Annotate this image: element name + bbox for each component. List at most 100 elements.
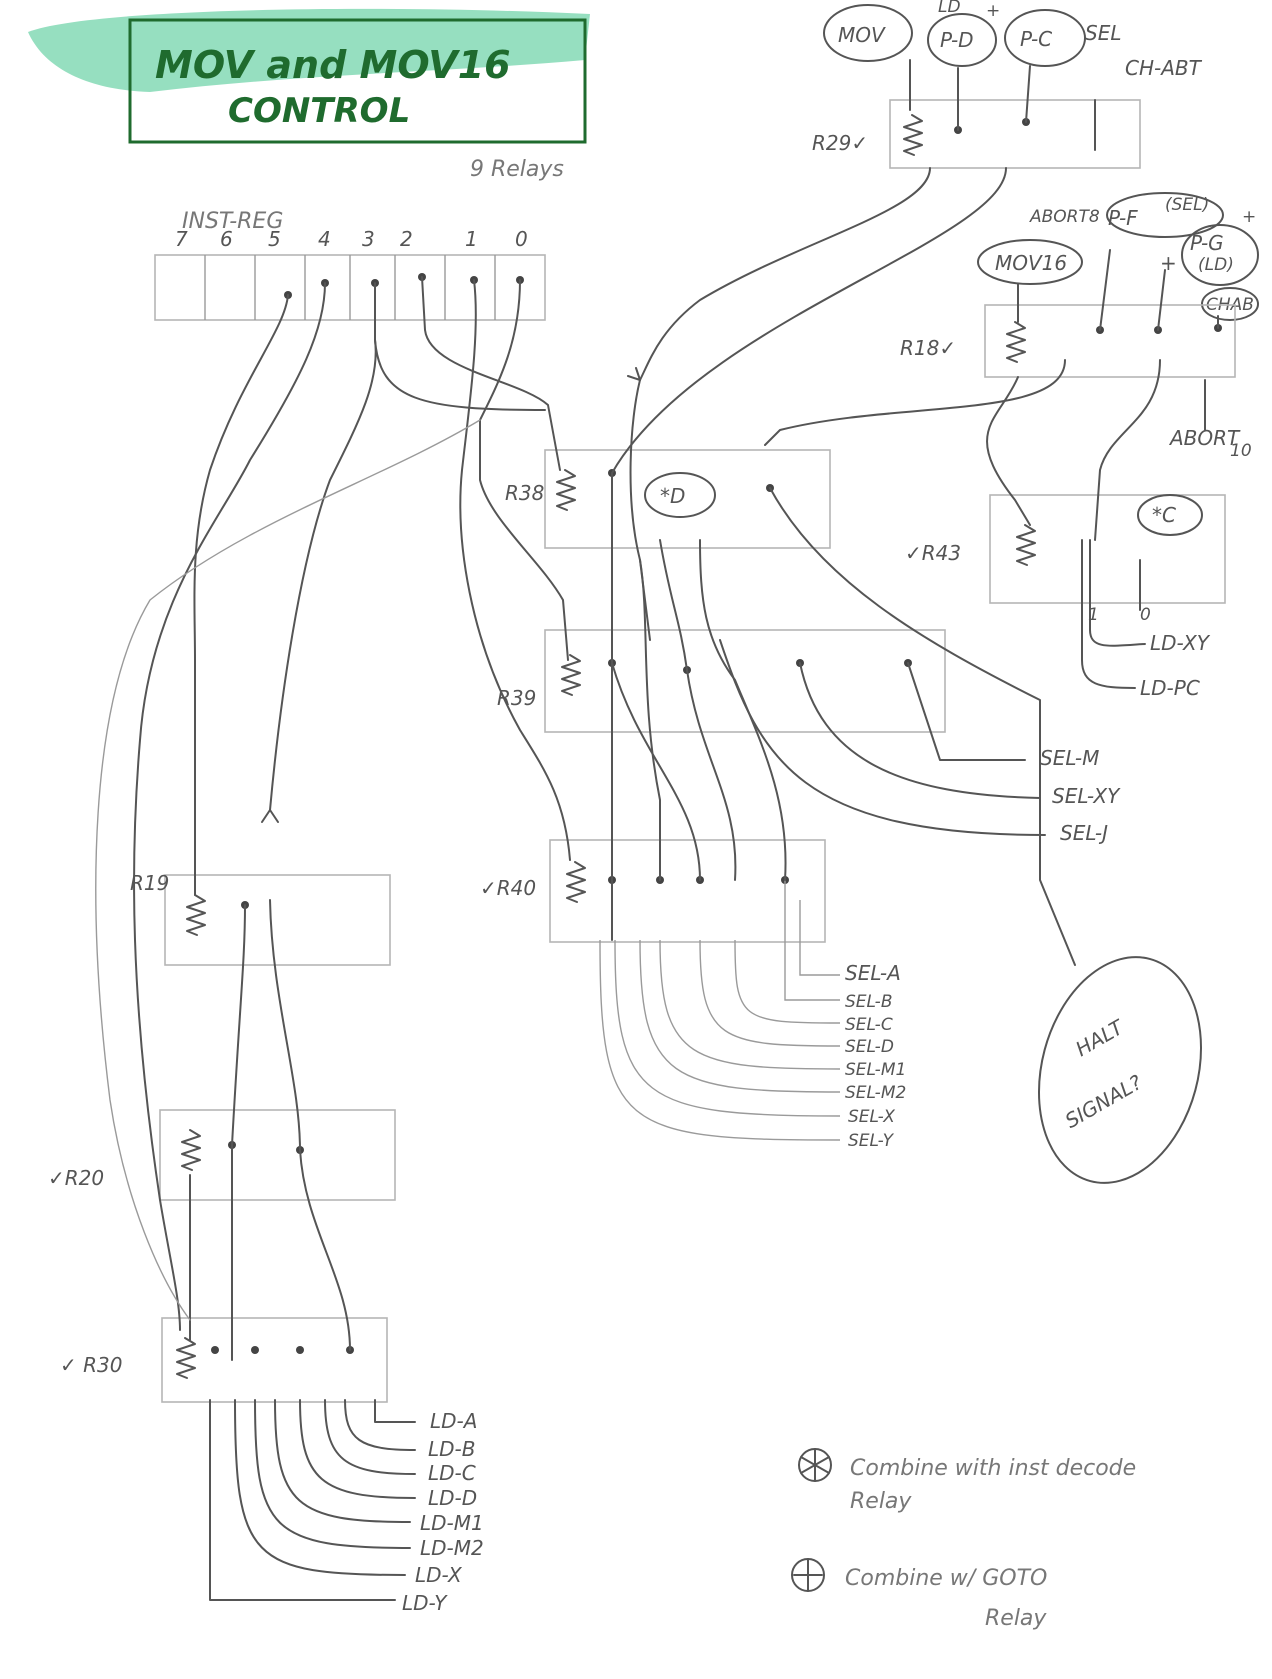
sel-d-label: SEL-D bbox=[845, 1037, 894, 1057]
pf-label: P-F bbox=[1108, 206, 1138, 230]
ld-pc-label: LD-PC bbox=[1140, 676, 1200, 700]
ld-d-label: LD-D bbox=[428, 1486, 477, 1510]
title-subtitle: 9 Relays bbox=[470, 157, 564, 182]
sel-x-label: SEL-X bbox=[848, 1107, 895, 1127]
xd-marker-icon bbox=[644, 472, 716, 518]
ld-a-label: LD-A bbox=[430, 1409, 477, 1433]
relay-r18: R18✓ bbox=[900, 249, 1236, 431]
r18-label: R18✓ bbox=[900, 336, 956, 360]
mov16-label: MOV16 bbox=[995, 251, 1067, 275]
pc-label: P-C bbox=[1020, 27, 1052, 51]
aborts-label: ABORT8 bbox=[1029, 207, 1100, 227]
bit-6: 6 bbox=[220, 227, 233, 251]
r40-box bbox=[549, 839, 826, 943]
relay-r43: ✓R43 *C 1 0 LD-XY LD-PC bbox=[905, 494, 1226, 700]
pf-oval bbox=[1106, 192, 1224, 238]
r20-label: ✓R20 bbox=[48, 1166, 104, 1190]
sel-right-labels: SEL-M SEL-XY SEL-J bbox=[719, 639, 1121, 845]
sel-label: SEL bbox=[1085, 21, 1121, 45]
pg-oval bbox=[1181, 224, 1259, 286]
pd-ld-label: LD bbox=[938, 0, 961, 17]
r38-label: R38 bbox=[505, 481, 544, 505]
title-box bbox=[128, 18, 587, 144]
mov-oval bbox=[823, 4, 913, 62]
relay-r20: ✓R20 bbox=[48, 1109, 396, 1201]
title-line2: CONTROL bbox=[228, 91, 410, 131]
inst-reg-label: INST-REG bbox=[182, 209, 283, 234]
bit-5: 5 bbox=[268, 227, 281, 251]
pg-ld-label: (LD) bbox=[1198, 255, 1234, 275]
r40-coil-icon bbox=[566, 861, 586, 903]
wiring bbox=[95, 167, 1161, 1361]
r18-coil-icon bbox=[1006, 321, 1026, 363]
relay-r29: R29✓ bbox=[812, 59, 1141, 169]
ld-m2-label: LD-M2 bbox=[420, 1536, 484, 1560]
ld-m1-label: LD-M1 bbox=[420, 1511, 484, 1535]
r39-box bbox=[544, 629, 946, 733]
pf-sel-label: (SEL) bbox=[1165, 195, 1209, 215]
bit-3: 3 bbox=[362, 227, 375, 251]
halt-oval bbox=[1037, 956, 1203, 1184]
xc-label: *C bbox=[1152, 503, 1176, 527]
r18-area-labels: MOV16 P-F (SEL) P-G (LD) + + CHAB ABORT … bbox=[977, 192, 1259, 461]
r20-box bbox=[159, 1109, 396, 1201]
ld-y-label: LD-Y bbox=[402, 1591, 448, 1615]
r43-out-0: 0 bbox=[1140, 605, 1151, 625]
halt-line2: SIGNAL? bbox=[1061, 1070, 1147, 1133]
sel-m2-label: SEL-M2 bbox=[845, 1083, 906, 1103]
bit-4: 4 bbox=[318, 227, 331, 251]
note1-line2: Relay bbox=[850, 1489, 912, 1514]
r39-coil-icon bbox=[561, 654, 581, 696]
sel-outputs: SEL-A SEL-B SEL-C SEL-D SEL-M1 SEL-M2 SE… bbox=[599, 880, 906, 1151]
top-ovals: MOV P-D LD + P-C SEL CH-ABT ABORT8 bbox=[823, 0, 1203, 227]
r29-label: R29✓ bbox=[812, 131, 868, 155]
inst-reg-terminals bbox=[284, 273, 524, 299]
bit-1: 1 bbox=[465, 227, 478, 251]
ld-outputs: LD-A LD-B LD-C LD-D LD-M1 LD-M2 LD-X LD-… bbox=[209, 1399, 484, 1615]
bit-0: 0 bbox=[515, 227, 528, 251]
r38-coil-icon bbox=[556, 469, 576, 511]
r43-label: ✓R43 bbox=[905, 541, 961, 565]
r19-label: R19 bbox=[130, 871, 169, 895]
r38-box bbox=[544, 449, 831, 549]
sel-j-label: SEL-J bbox=[1060, 821, 1108, 845]
ld-b-label: LD-B bbox=[428, 1437, 475, 1461]
relay-r30: ✓ R30 bbox=[60, 1317, 388, 1403]
note1-line1: Combine with inst decode bbox=[850, 1456, 1136, 1481]
title-block: MOV and MOV16 CONTROL 9 Relays bbox=[28, 8, 590, 182]
pd-label: P-D bbox=[940, 28, 974, 52]
pg-plus-left: + bbox=[1160, 251, 1177, 275]
abort-sub-label: 10 bbox=[1230, 441, 1252, 461]
xd-label: *D bbox=[660, 484, 685, 508]
note2-line2: Relay bbox=[985, 1606, 1047, 1631]
relay-r19: R19 bbox=[130, 871, 391, 966]
r43-out-1: 1 bbox=[1088, 605, 1099, 625]
pg-label: P-G bbox=[1190, 231, 1224, 255]
chab-oval bbox=[1201, 287, 1259, 321]
inst-reg: INST-REG 7 6 5 4 3 2 1 0 bbox=[154, 209, 546, 321]
r29-box bbox=[889, 99, 1141, 169]
r40-label: ✓R40 bbox=[480, 876, 536, 900]
sel-b-label: SEL-B bbox=[845, 992, 892, 1012]
r30-label: ✓ R30 bbox=[60, 1353, 122, 1377]
title-line1: MOV and MOV16 bbox=[155, 43, 511, 87]
r29-coil-icon bbox=[903, 114, 923, 156]
sel-y-label: SEL-Y bbox=[848, 1131, 895, 1151]
pd-oval bbox=[927, 13, 997, 67]
halt-line1: HALT bbox=[1071, 1014, 1128, 1061]
r19-coil-icon bbox=[186, 894, 206, 936]
r43-coil-icon bbox=[1016, 524, 1036, 566]
ld-x-label: LD-X bbox=[415, 1563, 463, 1587]
r30-coil-icon bbox=[176, 1337, 196, 1379]
sel-c-label: SEL-C bbox=[845, 1015, 893, 1035]
ld-xy-label: LD-XY bbox=[1150, 631, 1211, 655]
halt-signal: HALT SIGNAL? bbox=[769, 487, 1203, 1184]
note2-line1: Combine w/ GOTO bbox=[845, 1566, 1047, 1591]
mov-label: MOV bbox=[838, 23, 886, 47]
pd-plus: + bbox=[986, 1, 1000, 21]
r20-coil-icon bbox=[181, 1129, 201, 1171]
pc-oval bbox=[1004, 9, 1086, 67]
ld-c-label: LD-C bbox=[428, 1461, 476, 1485]
pg-plus-right: + bbox=[1242, 207, 1256, 227]
